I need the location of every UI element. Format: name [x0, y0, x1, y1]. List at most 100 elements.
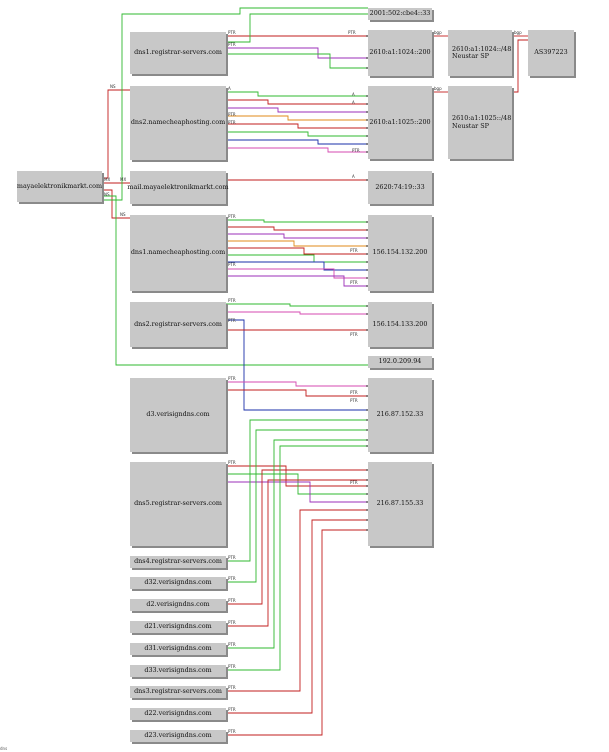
label-bgp-1: bgp — [434, 30, 442, 35]
edge-top-v6 — [102, 7, 368, 201]
label-ns-3: NS — [120, 212, 126, 217]
arrowhead-5 — [366, 111, 368, 113]
arrowhead-25 — [366, 395, 368, 397]
arrowhead-34 — [366, 493, 368, 495]
edge-11 — [226, 147, 368, 153]
ip-node-2620-74-19-33[interactable]: 2620:74:19::33 — [368, 171, 432, 204]
label-ptr-16: PTR — [350, 398, 358, 403]
label-ptr-13: PTR — [350, 332, 358, 337]
ns-node-dns4-registrar[interactable]: dns4.registrar-servers.com — [130, 556, 226, 568]
mx-node-mail[interactable]: mail.mayaelektronikmarkt.com — [127, 171, 229, 204]
edge-4 — [226, 91, 368, 97]
ns-node-d21-verisign[interactable]: d21.verisigndns.com — [130, 621, 226, 633]
edge-21 — [226, 303, 368, 307]
ns-node-d23-verisign[interactable]: d23.verisigndns.com — [130, 730, 226, 742]
edge-9 — [226, 131, 368, 137]
label-ns-2: NS — [104, 192, 110, 197]
edge-13 — [226, 226, 368, 231]
as-node-397223[interactable]: AS397223 — [528, 30, 574, 76]
ns-node-dns1-registrar[interactable]: dns1.registrar-servers.com — [130, 32, 226, 74]
prefix-node-2610-a1-1025-48[interactable]: 2610:a1:1025::/48 Neustar SP — [448, 86, 512, 159]
arrowhead-31 — [366, 469, 368, 471]
arrowhead-29 — [366, 439, 368, 441]
label-ptr-small-6: PTR — [228, 685, 236, 690]
arrowhead-23 — [366, 329, 368, 331]
edge-3 — [226, 53, 368, 69]
edge-20 — [226, 275, 368, 287]
edge-ns-dns2 — [102, 89, 130, 179]
label-ptr-9: PTR — [350, 248, 358, 253]
label-ptr-small-7: PTR — [228, 707, 236, 712]
label-ptr-12: PTR — [228, 318, 236, 323]
edge-layer — [102, 7, 528, 736]
ns-node-dns5-registrar[interactable]: dns5.registrar-servers.com — [130, 462, 226, 546]
label-ptr-17: PTR — [228, 460, 236, 465]
edge-1 — [226, 13, 368, 43]
edge-28 — [226, 473, 368, 495]
arrowhead-12 — [366, 221, 368, 223]
domain-node[interactable]: mayaelektronikmarkt.com — [17, 171, 102, 202]
label-ptr-8: PTR — [228, 262, 236, 267]
footer-text: dns — [0, 746, 8, 751]
edge-18 — [226, 261, 368, 271]
label-a-3: A — [352, 100, 355, 105]
label-ptr-small-5: PTR — [228, 664, 236, 669]
label-bgp-3: bgp — [434, 86, 442, 91]
ip-node-156-154-133-200[interactable]: 156.154.133.200 — [368, 302, 432, 347]
prefix-node-2610-a1-1024-48[interactable]: 2610:a1:1024::/48 Neustar SP — [448, 30, 512, 76]
arrowhead-28 — [366, 429, 368, 431]
ns-node-d3-verisign[interactable]: d3.verisigndns.com — [130, 378, 226, 452]
edge-26 — [226, 389, 368, 397]
arrowhead-19 — [366, 277, 368, 279]
label-ptr-3: PTR — [348, 30, 356, 35]
ip-node-2610-a1-1025-200[interactable]: 2610:a1:1025::200 — [368, 86, 432, 159]
ip-node-2001-502-cbe4-33[interactable]: 2001:502:cbe4::33 — [368, 8, 432, 20]
edge-small-7 — [226, 519, 368, 714]
arrowhead-21 — [366, 305, 368, 307]
arrowhead-13 — [366, 229, 368, 231]
edge-small-3 — [226, 479, 368, 627]
label-a-2: A — [352, 92, 355, 97]
edge-15 — [226, 240, 368, 247]
ns-node-d2-verisign[interactable]: d2.verisigndns.com — [130, 599, 226, 611]
edge-small-1 — [226, 429, 368, 583]
edge-27 — [226, 465, 368, 487]
edge-25 — [226, 381, 368, 387]
label-a-1: A — [228, 86, 231, 91]
label-ns-1: NS — [110, 84, 116, 89]
edge-17 — [226, 254, 368, 263]
edge-6 — [226, 107, 368, 113]
edge-14 — [226, 233, 368, 239]
arrowhead-33 — [366, 485, 368, 487]
label-mx: MX — [104, 177, 110, 182]
label-ptr-1: PTR — [228, 30, 236, 35]
ns-node-dns2-namecheaphosting[interactable]: dns2.namecheaphosting.com — [130, 86, 226, 160]
ns-node-d32-verisign[interactable]: d32.verisigndns.com — [130, 577, 226, 589]
edge-small-6 — [226, 509, 368, 692]
arrowhead-35 — [366, 501, 368, 503]
edge-16 — [226, 247, 368, 255]
ns-node-dns3-registrar[interactable]: dns3.registrar-servers.com — [130, 686, 226, 698]
ns-node-d31-verisign[interactable]: d31.verisigndns.com — [130, 643, 226, 655]
arrowhead-14 — [366, 237, 368, 239]
edge-8 — [226, 123, 368, 129]
arrowhead-27 — [366, 419, 368, 421]
ip-node-156-154-132-200[interactable]: 156.154.132.200 — [368, 215, 432, 291]
label-bgp-2: bgp — [514, 30, 522, 35]
ns-node-d33-verisign[interactable]: d33.verisigndns.com — [130, 665, 226, 677]
edge-small-5 — [226, 445, 368, 671]
ip-node-216-87-152-33[interactable]: 216.87.152.33 — [368, 378, 432, 452]
arrowhead-26 — [366, 409, 368, 411]
ip-node-216-87-155-33[interactable]: 216.87.155.33 — [368, 462, 432, 546]
ns-node-dns2-registrar[interactable]: dns2.registrar-servers.com — [130, 302, 226, 347]
ns-node-d22-verisign[interactable]: d22.verisigndns.com — [130, 708, 226, 720]
arrowhead-36 — [366, 509, 368, 511]
arrowhead-2 — [366, 67, 368, 69]
ns-node-dns1-namecheaphosting[interactable]: dns1.namecheaphosting.com — [130, 215, 226, 291]
label-ptr-small-2: PTR — [228, 598, 236, 603]
arrowhead-20 — [366, 285, 368, 287]
arrowhead-18 — [366, 269, 368, 271]
ip-node-192-0-209-94[interactable]: 192.0.209.94 — [368, 356, 432, 368]
ip-node-2610-a1-1024-200[interactable]: 2610:a1:1024::200 — [368, 30, 432, 76]
